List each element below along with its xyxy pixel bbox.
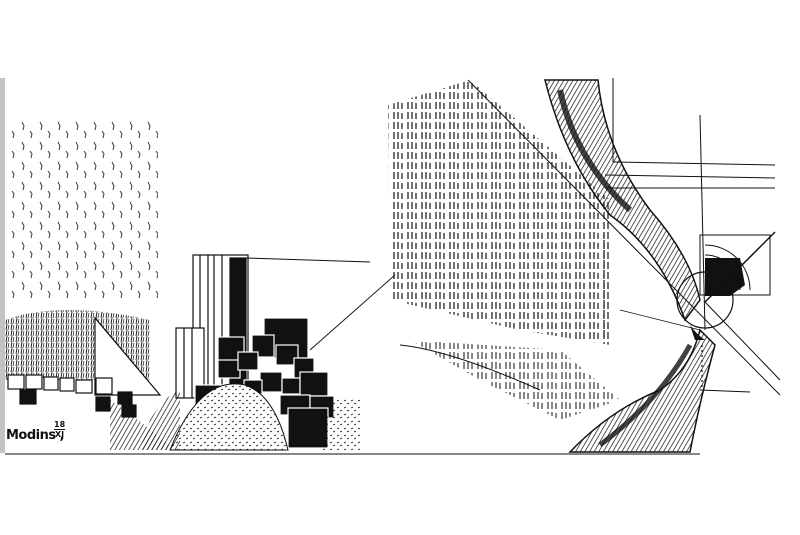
artist-signature: Modins , — [6, 428, 65, 443]
date-month: XI — [54, 429, 66, 439]
left-cubes — [7, 374, 137, 418]
dash-field — [388, 80, 610, 345]
date-day: 18 — [54, 420, 66, 429]
sketch-date: 18 XI — [54, 420, 66, 439]
sky-strokes — [8, 120, 158, 300]
dark-ribbon-lower — [568, 328, 716, 453]
stacked-cubes — [194, 317, 335, 449]
frame-lines — [604, 78, 776, 331]
